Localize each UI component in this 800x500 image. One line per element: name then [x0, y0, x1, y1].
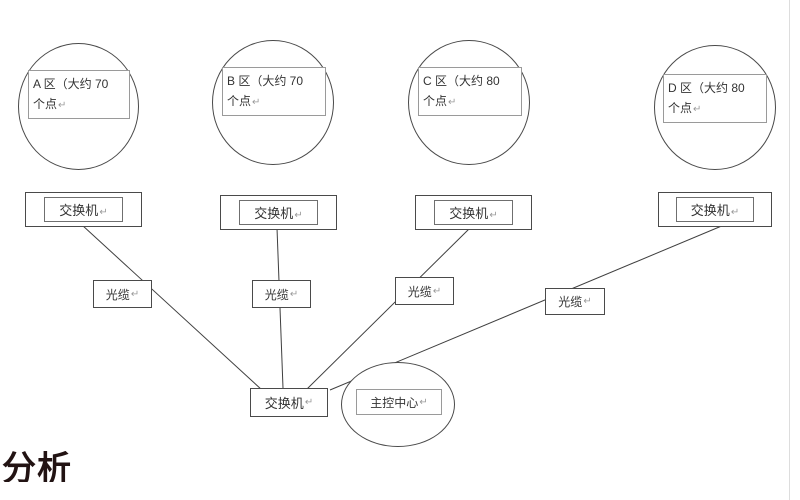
cable-c-label-box: 光缆↵ [395, 277, 454, 305]
link-switch-a-to-core [81, 224, 263, 391]
return-mark-icon: ↵ [693, 104, 702, 116]
cable-a-label: 光缆 [105, 287, 130, 302]
core-switch: 交换机↵ [250, 388, 328, 417]
zone-c-label-line1: C 区（大约 80 [423, 74, 500, 88]
zone-b-switch: 交换机↵ [220, 195, 337, 230]
zone-b-switch-label: 交换机 [254, 206, 294, 221]
return-mark-icon: ↵ [448, 97, 457, 109]
zone-a-label-line2: 个点 [33, 97, 58, 112]
zone-c-label-line2: 个点 [423, 94, 448, 109]
zone-a-label: A 区（大约 70 个点↵ [28, 70, 130, 119]
return-mark-icon: ↵ [419, 396, 428, 408]
return-mark-icon: ↵ [294, 210, 303, 221]
zone-c-switch-label-box: 交换机↵ [434, 200, 513, 225]
return-mark-icon: ↵ [432, 285, 442, 297]
cropped-caption-text: 分析 [2, 451, 92, 482]
zone-b-switch-label-box: 交换机↵ [239, 200, 318, 225]
zone-c-switch: 交换机↵ [415, 195, 532, 230]
zone-d-label-line2: 个点 [668, 101, 693, 116]
zone-c-label: C 区（大约 80 个点↵ [418, 67, 522, 116]
zone-a-switch-label: 交换机 [59, 203, 99, 218]
return-mark-icon: ↵ [252, 97, 261, 109]
cable-d-label-box: 光缆↵ [545, 288, 605, 315]
link-switch-b-to-core [276, 227, 284, 389]
core-switch-label: 交换机 [264, 396, 304, 411]
cable-d-label: 光缆 [558, 295, 583, 309]
zone-b-label-line2: 个点 [227, 94, 252, 109]
return-mark-icon: ↵ [489, 210, 498, 221]
link-switch-c-to-core [306, 227, 471, 390]
zone-d-switch-label: 交换机 [690, 203, 730, 218]
zone-a-switch-label-box: 交换机↵ [44, 197, 123, 222]
return-mark-icon: ↵ [58, 100, 67, 112]
cable-b-label-box: 光缆↵ [252, 280, 311, 308]
zone-d-label-line1: D 区（大约 80 [668, 81, 745, 95]
zone-b-label-line1: B 区（大约 70 [227, 74, 304, 88]
control-center-label: 主控中心 [370, 395, 419, 410]
return-mark-icon: ↵ [583, 296, 592, 307]
control-center-label-box: 主控中心↵ [356, 389, 442, 415]
page-edge-divider [789, 0, 790, 500]
return-mark-icon: ↵ [304, 397, 314, 408]
zone-a-switch: 交换机↵ [25, 192, 142, 227]
return-mark-icon: ↵ [289, 288, 299, 300]
return-mark-icon: ↵ [99, 207, 108, 218]
cable-a-label-box: 光缆↵ [93, 280, 152, 308]
zone-d-switch: 交换机↵ [658, 192, 772, 227]
zone-d-label: D 区（大约 80 个点↵ [663, 74, 767, 123]
cable-b-label: 光缆 [264, 287, 289, 302]
cropped-caption-label: 分析 [2, 451, 72, 482]
zone-d-switch-label-box: 交换机↵ [675, 197, 755, 222]
zone-a-label-line1: A 区（大约 70 [33, 77, 109, 91]
cable-c-label: 光缆 [407, 284, 432, 299]
zone-b-label: B 区（大约 70 个点↵ [222, 67, 326, 116]
return-mark-icon: ↵ [730, 207, 740, 218]
zone-c-switch-label: 交换机 [449, 206, 489, 221]
return-mark-icon: ↵ [130, 288, 140, 300]
